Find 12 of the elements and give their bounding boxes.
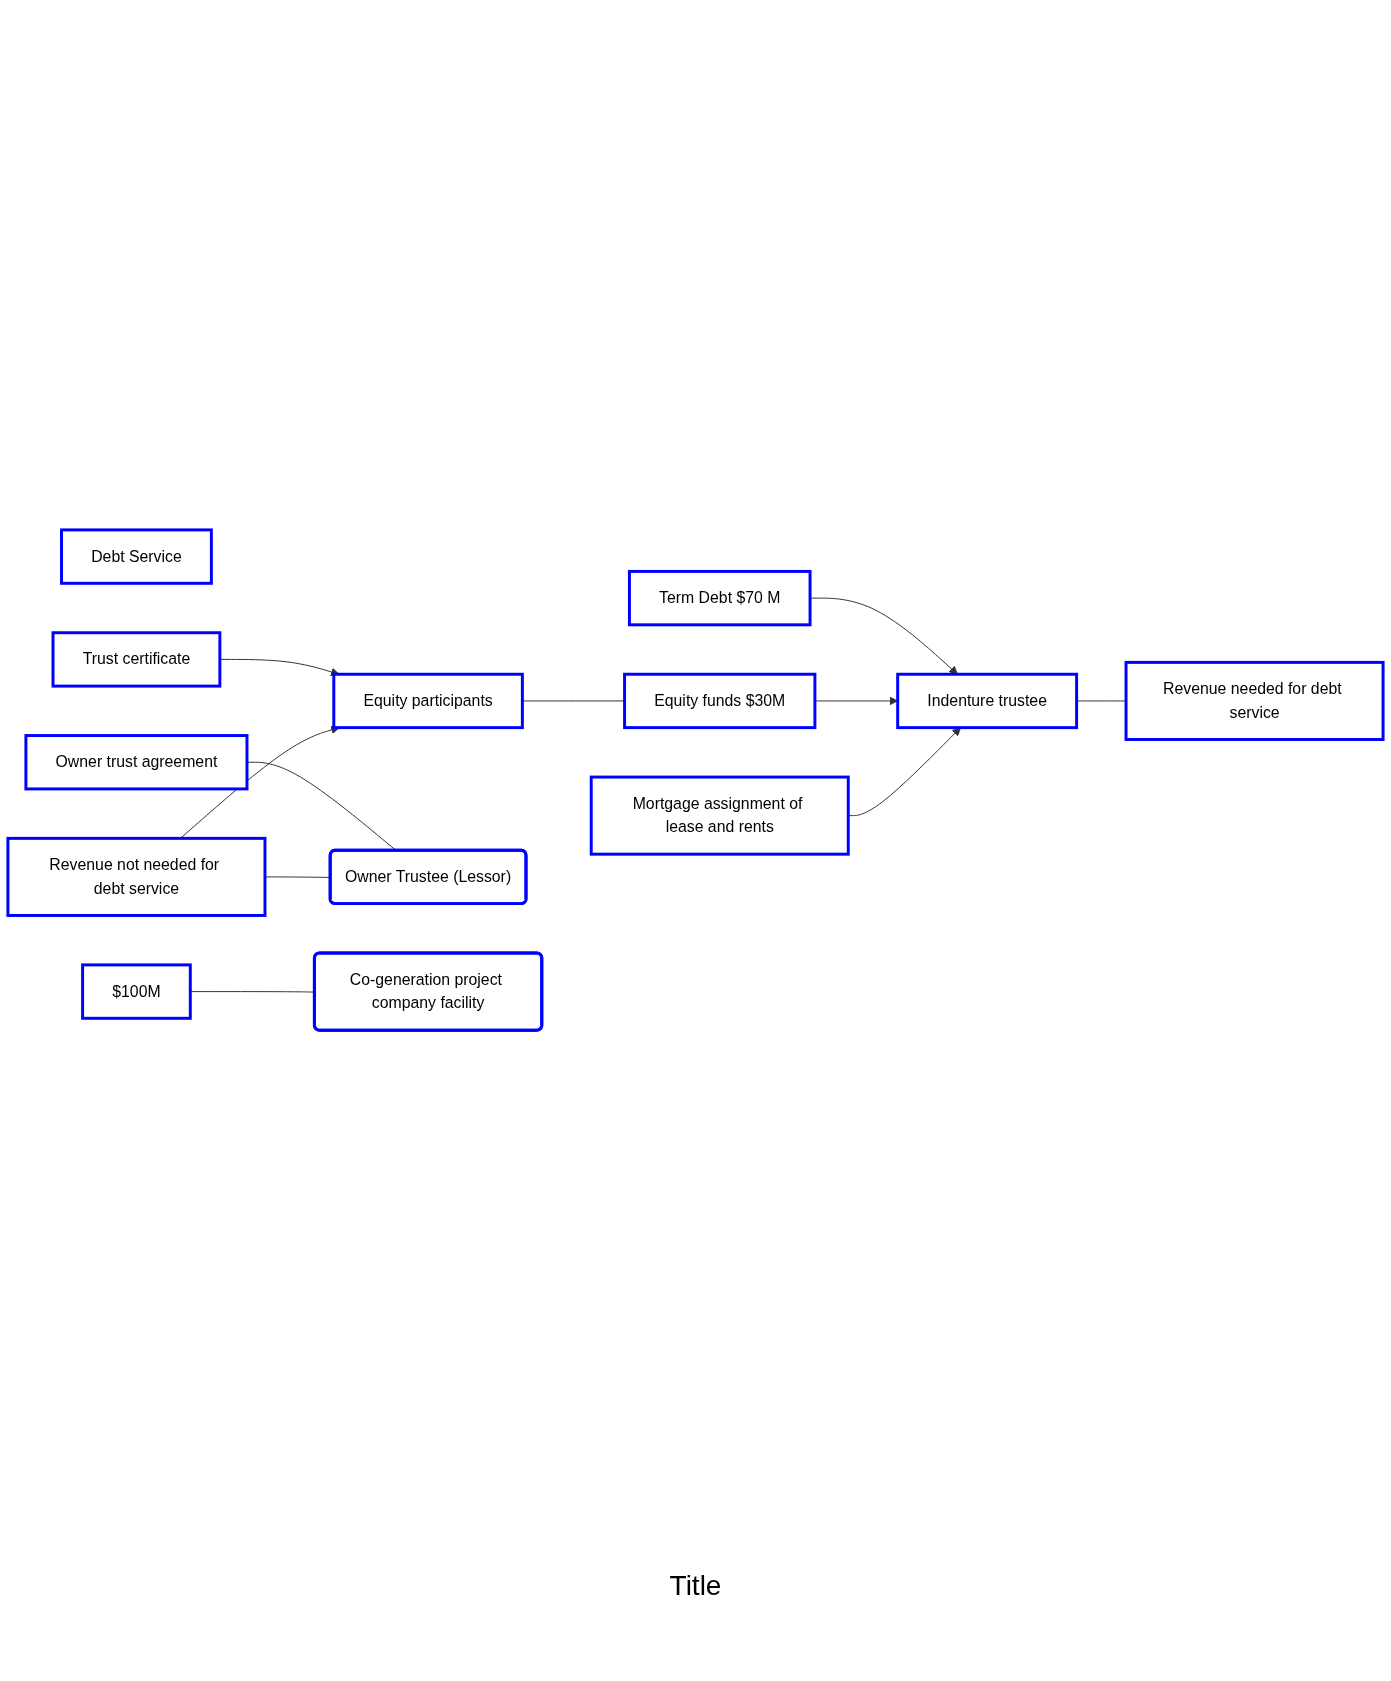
node-box: Revenue needed for debt service xyxy=(1124,660,1385,741)
node-box: Debt Service xyxy=(60,528,213,585)
node-box: Trust certificate xyxy=(51,631,222,688)
node-box: Owner trust agreement xyxy=(24,734,249,791)
node-box: Equity participants xyxy=(332,672,524,730)
note-text: Title xyxy=(668,1570,723,1602)
node-box: $100M xyxy=(81,963,192,1020)
node-box: Equity funds $30M xyxy=(623,672,817,730)
node-box: Indenture trustee xyxy=(896,672,1079,730)
node-box: Revenue not needed for debt service xyxy=(6,836,267,917)
node-box: Mortgage assignment of lease and rents xyxy=(589,775,850,856)
node-box: Term Debt $70 M xyxy=(627,569,812,627)
